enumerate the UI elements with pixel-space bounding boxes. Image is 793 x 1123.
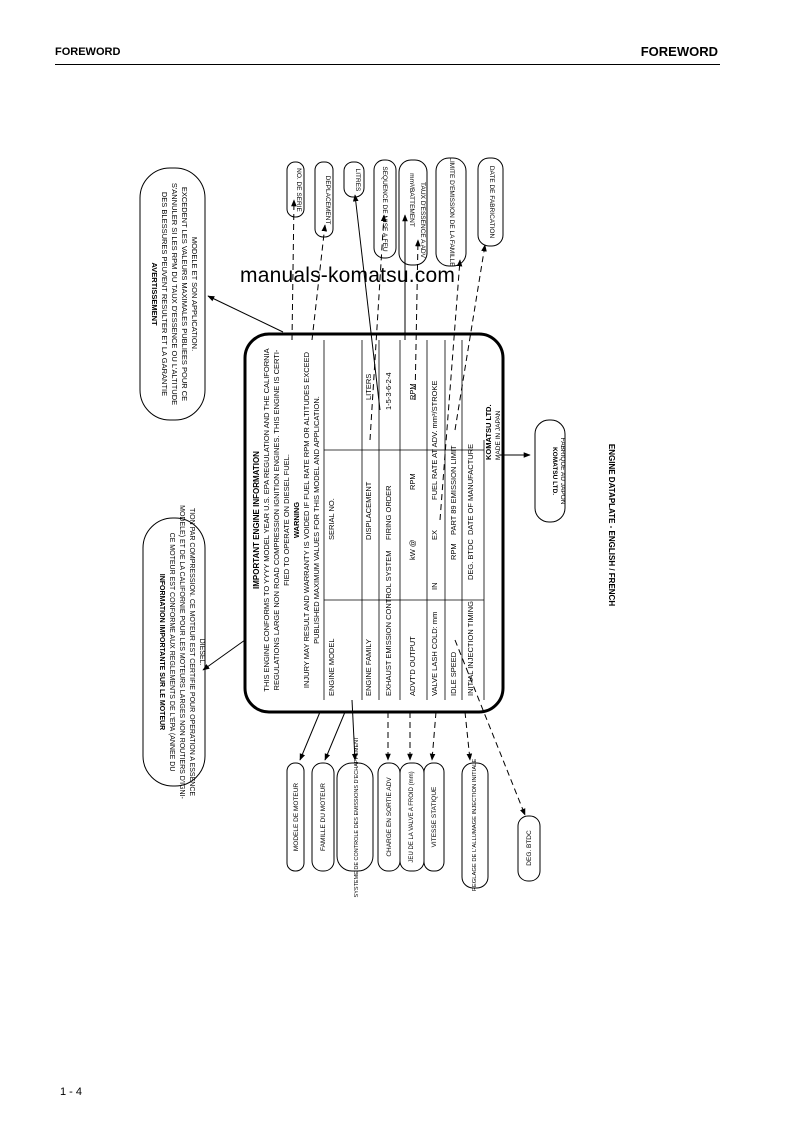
plate-title: IMPORTANT ENGINE INFORMATION — [252, 451, 261, 589]
callout-deg-btdc: DEG. BTDC — [526, 830, 533, 866]
callout-taux-essence: TAUX D'ESSENCE A ADV — [419, 182, 426, 259]
komatsu-line-2: FABRIQUE AU JAPON — [559, 438, 566, 505]
avertissement-title: AVERTISSEMENT — [150, 262, 159, 326]
callout-vitesse-statique: VITESSE STATIQUE — [431, 786, 438, 847]
information-line-4: DIESEL. — [198, 639, 205, 666]
callout-deplacement: DEPLACEMENT — [324, 176, 331, 225]
figure-caption: ENGINE DATAPLATE - ENGLISH / FRENCH — [607, 444, 616, 606]
plate-made-in: MADE IN JAPAN — [495, 410, 502, 460]
plate-row-mid2: PART 89 EMISSION LIMIT — [449, 445, 458, 535]
plate-warning-title: WARNING — [292, 502, 301, 538]
plate-row-label: ENGINE FAMILY — [364, 639, 373, 696]
watermark: manuals-komatsu.com — [240, 264, 456, 287]
information-line-1: CE MOTEUR EST CONFORME AUX REGLEMENTS DE… — [168, 533, 175, 772]
plate-row-right: RPM — [408, 383, 417, 400]
avertissement-line-3: EXCEDENT LES VALEURS MAXIMALES PUBLIEES … — [180, 187, 189, 401]
plate-row-right: FUEL RATE AT ADV. mm³/STROKE — [430, 381, 439, 500]
plate-maker: KOMATSU LTD. — [484, 404, 493, 460]
information-callout: INFORMATION IMPORTANTE SUR LE MOTEUR CE … — [142, 505, 206, 800]
callout-famille-moteur: FAMILLE DU MOTEUR — [320, 783, 327, 851]
plate-row-mid: DEG. BTDC — [466, 539, 475, 580]
callout-systeme-controle: SYSTEME DE CONTROLE DES EMISSIONS D'ECHA… — [354, 736, 360, 898]
information-line-2: MODELE) ET DE LA CALIFORNIE POUR LES MOT… — [178, 505, 185, 799]
information-line-3: TION PAR COMPRESSION. CE MOTEUR EST CERT… — [188, 508, 195, 796]
avertissement-line-1: DES BLESSURES PEUVENT RESULTER ET LA GAR… — [160, 192, 169, 396]
bottom-callouts: MODELE DE MOTEUR FAMILLE DU MOTEUR SYSTE… — [286, 736, 541, 898]
avertissement-line-2: S'ANNULER SI LES RPM DU TAUX D'ESSENCE O… — [170, 183, 179, 405]
plate-warning-line-1: INJURY MAY RESULT AND WARRANTY IS VOIDED… — [302, 351, 311, 688]
plate-row-mid2: DATE OF MANUFACTURE — [466, 444, 475, 535]
plate-row-label: EXHAUST EMISSION CONTROL SYSTEM — [384, 551, 393, 696]
callout-no-de-serie: NO. DE SERIE — [295, 168, 302, 212]
callout-modele-moteur: MODELE DE MOTEUR — [293, 783, 300, 852]
information-title: INFORMATION IMPORTANTE SUR LE MOTEUR — [158, 574, 165, 730]
callout-litres: LITRES — [354, 169, 361, 192]
plate-row-label: INITIAL INJECTION TIMING — [466, 601, 475, 696]
plate-conform-line-3: FIED TO OPERATE ON DIESEL FUEL. — [282, 454, 291, 586]
dataplate: IMPORTANT ENGINE INFORMATION THIS ENGINE… — [243, 332, 505, 714]
header-rule — [55, 64, 720, 65]
avertissement-line-4: MODELE ET SON APPLICATION. — [190, 237, 199, 351]
header-right-title: FOREWORD — [640, 44, 718, 59]
plate-warning-line-2: PUBLISHED MAXIMUM VALUES FOR THIS MODEL … — [312, 396, 321, 644]
callout-limite-emission: LIMITE D'EMISSION DE LA FAMILLE — [448, 157, 455, 267]
plate-row-mid2: EX — [430, 530, 439, 540]
callout-charge-sortie: CHARGE EN SORTIE ADV — [386, 777, 393, 857]
leader-lines — [202, 194, 531, 816]
plate-row-mid: SERIAL NO. — [327, 498, 336, 540]
plate-conform-line-2: REGULATIONS LARGE NON ROAD COMPRESSION I… — [272, 349, 281, 690]
top-callouts: NO. DE SERIE DEPLACEMENT LITRES SEQUENCE… — [286, 157, 504, 267]
plate-row-mid: RPM — [449, 543, 458, 560]
plate-row-mid: kW @ — [408, 539, 417, 560]
callout-sequence-mise-a-feu: SEQUENCE DE MISE A FEU — [381, 166, 388, 252]
plate-row-label: ENGINE MODEL — [327, 638, 336, 696]
plate-row-mid: FIRING ORDER — [384, 485, 393, 540]
callout-jeu-valve: JEU DE LA VALVE A FROID (mm) — [409, 771, 415, 862]
avertissement-callout: AVERTISSEMENT DES BLESSURES PEUVENT RESU… — [139, 167, 206, 421]
plate-row-label: VALVE LASH COLD: mm — [430, 612, 439, 696]
callout-mm3-battement: mm³/BATTEMENT — [408, 173, 415, 227]
plate-conform-line-1: THIS ENGINE CONFORMS TO YYYY MODEL YEAR … — [262, 348, 271, 691]
callout-date-fabrication: DATE DE FABRICATION — [488, 166, 495, 239]
plate-row-label: ADVT'D OUTPUT — [408, 636, 417, 696]
callout-reglage-allumage: REGLAGE DE L'ALLUMAGE INJECTION INITIALE — [472, 759, 478, 892]
plate-row-mid2: RPM — [408, 473, 417, 490]
komatsu-callout: KOMATSU LTD. FABRIQUE AU JAPON — [534, 419, 566, 523]
plate-row-label: IDLE SPEED — [449, 651, 458, 696]
page-number: 1 - 4 — [60, 1086, 83, 1098]
plate-grid — [323, 340, 485, 700]
plate-row-mid: IN — [430, 583, 439, 591]
plate-row-right: 1-5-3-6-2-4 — [384, 372, 393, 410]
komatsu-line-1: KOMATSU LTD. — [551, 447, 558, 495]
plate-row-mid: DISPLACEMENT — [364, 481, 373, 540]
plate-row-right: LITERS — [364, 374, 373, 400]
header-left-title: FOREWORD — [55, 46, 121, 58]
